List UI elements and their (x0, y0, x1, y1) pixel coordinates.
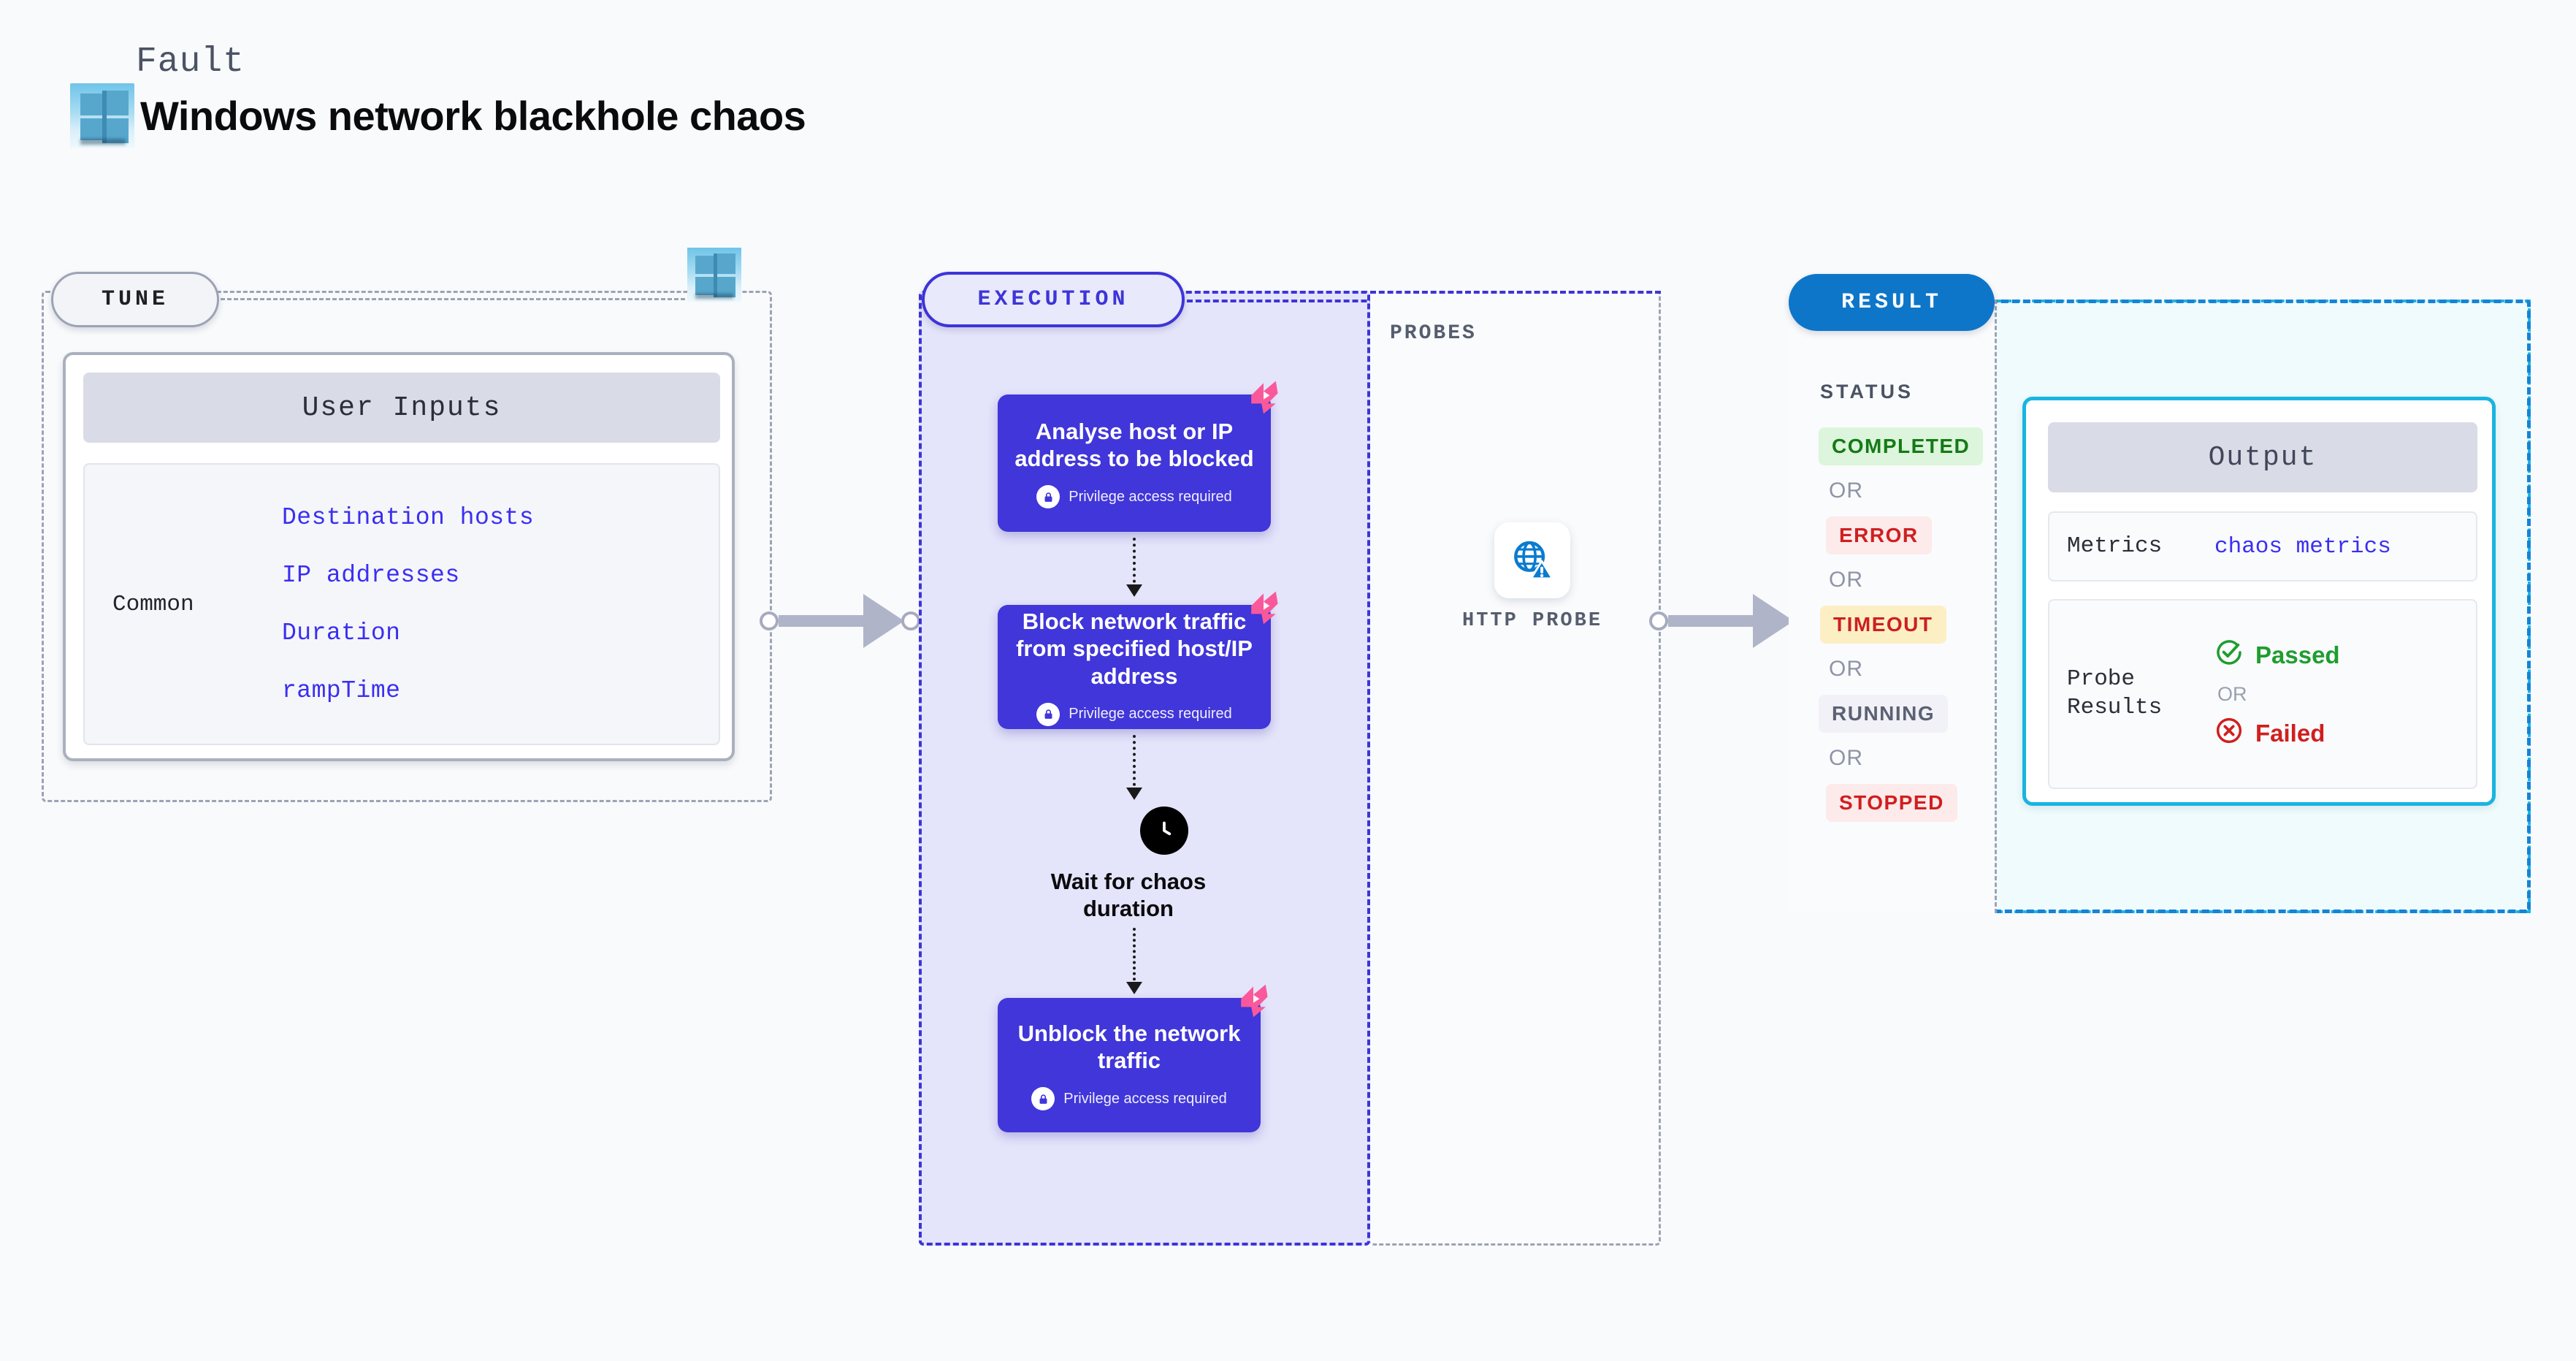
execution-step-unblock[interactable]: Unblock the network traffic Privilege ac… (998, 984, 1268, 1132)
input-item-destination-hosts[interactable]: Destination hosts (282, 504, 535, 531)
privilege-note-text: Privilege access required (1063, 1090, 1227, 1107)
step-text: Analyse host or IP address to be blocked (1014, 418, 1254, 471)
execution-step-block[interactable]: Block network traffic from specified hos… (998, 591, 1278, 729)
status-list: COMPLETED OR ERROR OR TIMEOUT OR RUNNING… (1819, 427, 1994, 822)
probe-result-failed: Failed (2214, 716, 2340, 751)
connector-end-dot (901, 611, 920, 630)
output-probe-results-row: Probe Results Passed OR (2048, 599, 2477, 789)
privilege-note-text: Privilege access required (1069, 706, 1232, 723)
user-inputs-card: User Inputs Common Destination hosts IP … (63, 352, 735, 761)
flow-arrowhead-2 (1126, 788, 1142, 800)
globe-warning-icon (1494, 522, 1571, 598)
lock-icon (1031, 1087, 1055, 1111)
execution-label-pill: EXECUTION (922, 272, 1185, 327)
status-badge: COMPLETED (1819, 427, 1984, 465)
page-title: Windows network blackhole chaos (140, 92, 806, 139)
flow-arrow-1 (1133, 538, 1136, 589)
status-row-stopped: STOPPED (1819, 784, 1994, 822)
privilege-note-row: Privilege access required (1031, 1087, 1227, 1111)
page-header: Fault Windows network blackhole chaos (70, 42, 806, 148)
privilege-note-row: Privilege access required (1036, 485, 1232, 509)
flow-arrow-3 (1133, 928, 1136, 986)
probe-node-http[interactable]: HTTP PROBE (1462, 522, 1602, 632)
litmus-bird-icon (1243, 587, 1284, 632)
connector-start-dot (1649, 611, 1668, 630)
probe-results-or: OR (2217, 682, 2247, 705)
tune-label-pill: TUNE (51, 272, 219, 327)
input-item-ramptime[interactable]: rampTime (282, 677, 401, 704)
step-text: Unblock the network traffic (1017, 1020, 1241, 1073)
status-or-2: OR (1829, 657, 1863, 681)
check-circle-icon (2214, 638, 2244, 673)
output-metrics-row: Metrics chaos metrics (2048, 511, 2477, 582)
flow-arrowhead-3 (1126, 982, 1142, 994)
input-group-label: Common (112, 591, 194, 617)
user-inputs-title: User Inputs (83, 373, 720, 443)
metrics-key: Metrics (2067, 533, 2163, 559)
windows-logo-icon (687, 248, 741, 302)
status-badge: ERROR (1826, 516, 1932, 554)
connector-line (779, 615, 865, 627)
probe-caption: HTTP PROBE (1462, 610, 1603, 632)
status-row-completed: COMPLETED (1819, 427, 1994, 465)
status-badge: STOPPED (1826, 784, 1957, 822)
flow-arrowhead-1 (1126, 584, 1142, 597)
privilege-note-text: Privilege access required (1069, 488, 1232, 505)
status-row-timeout: TIMEOUT (1819, 606, 1994, 644)
probe-results-key: Probe Results (2049, 666, 2214, 723)
input-item-ip-addresses[interactable]: IP addresses (282, 562, 460, 589)
lock-icon (1036, 702, 1060, 726)
probes-top-dash-line (1370, 291, 1661, 294)
wait-node: Wait for chaos duration (1051, 807, 1223, 922)
connector-tune-to-execution (760, 594, 928, 648)
x-circle-icon (2214, 716, 2244, 751)
status-row-error: ERROR (1819, 516, 1994, 554)
status-badge: RUNNING (1819, 695, 1949, 733)
litmus-bird-icon (1233, 980, 1274, 1025)
wait-node-label: Wait for chaos duration (1050, 869, 1207, 922)
clock-icon (1139, 807, 1188, 855)
probe-results-key-text: Probe Results (2067, 666, 2163, 720)
connector-line (1668, 615, 1754, 627)
connector-arrowhead (863, 594, 904, 648)
status-heading: STATUS (1820, 381, 1914, 403)
output-card: Output Metrics chaos metrics Probe Resul… (2022, 397, 2496, 806)
step-text: Block network traffic from specified hos… (1016, 609, 1253, 689)
metrics-value[interactable]: chaos metrics (2214, 533, 2391, 560)
probes-section-label: PROBES (1390, 322, 1477, 345)
input-item-duration[interactable]: Duration (282, 619, 401, 647)
user-inputs-body: Common Destination hosts IP addresses Du… (83, 463, 720, 745)
privilege-note-row: Privilege access required (1036, 702, 1232, 726)
probe-result-passed: Passed (2214, 638, 2340, 673)
windows-logo-icon (70, 83, 134, 148)
probe-results-values: Passed OR Failed (2214, 638, 2340, 751)
connector-start-dot (760, 611, 779, 630)
input-list: Destination hosts IP addresses Duration … (282, 504, 534, 704)
status-or-1: OR (1829, 568, 1863, 592)
failed-label: Failed (2255, 719, 2325, 747)
fault-kicker: Fault (136, 42, 245, 82)
output-title: Output (2048, 422, 2477, 492)
tune-section (42, 291, 772, 802)
result-label-pill: RESULT (1789, 274, 1995, 331)
status-row-running: RUNNING (1819, 695, 1994, 733)
litmus-bird-icon (1243, 377, 1284, 422)
flow-arrow-2 (1133, 735, 1136, 792)
status-badge: TIMEOUT (1820, 606, 1946, 644)
tune-top-dash-line (221, 298, 725, 300)
connector-arrowhead (1753, 594, 1794, 648)
probes-section (1370, 291, 1661, 1246)
status-or-3: OR (1829, 746, 1863, 770)
status-or-0: OR (1829, 479, 1863, 503)
execution-step-analyse[interactable]: Analyse host or IP address to be blocked… (998, 381, 1278, 532)
passed-label: Passed (2255, 641, 2340, 668)
lock-icon (1036, 485, 1060, 509)
